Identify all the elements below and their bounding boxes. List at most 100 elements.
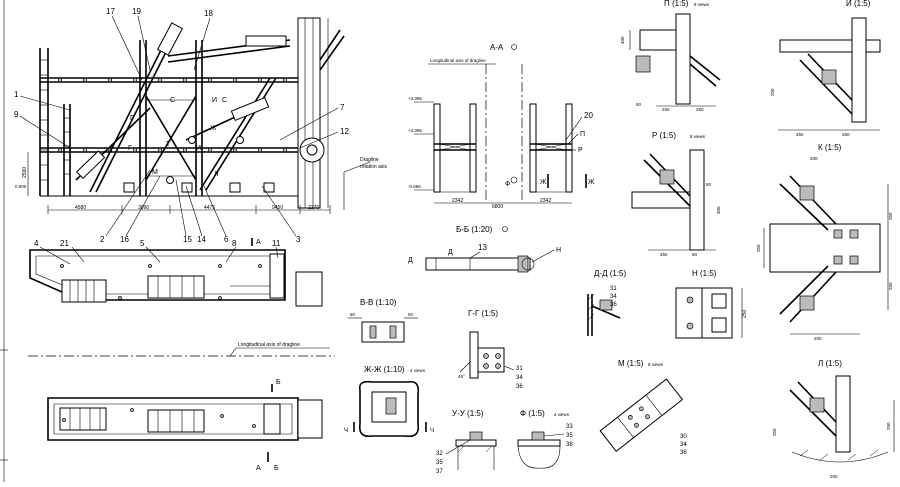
- balloon-5: 5: [140, 239, 145, 248]
- label-s2: С: [222, 97, 227, 104]
- balloon-2: 2: [100, 235, 105, 244]
- section-bb: Б-Б (1:20) 13 Д Д Н: [408, 225, 561, 273]
- section-ff: Ф (1:5) 4 views 33 35 38: [517, 409, 573, 469]
- view-l-title: Л (1:5): [818, 359, 842, 368]
- view-m-note: 8 views: [648, 362, 664, 367]
- plan-view-upper: 4 21 5 8 11 А: [29, 238, 323, 307]
- dim-p-50: 50: [636, 102, 642, 107]
- dim-p-250a: 250: [662, 107, 670, 112]
- balloon-14: 14: [197, 235, 206, 244]
- elev-2395: +2.395: [408, 128, 422, 133]
- note-rotation-axis: rotation axis: [360, 164, 387, 170]
- dim-k-200-bottom: 200: [814, 336, 822, 341]
- balloon-ff-38: 38: [566, 442, 573, 448]
- dim-n-250: 250: [742, 309, 748, 318]
- dim-k-250c: 250: [888, 282, 893, 290]
- dim-2342-left: 2342: [452, 198, 463, 204]
- section-zz-title: Ж-Ж (1:10): [364, 365, 405, 374]
- section-bb-title: Б-Б (1:20): [456, 225, 493, 234]
- balloon-1: 1: [14, 90, 19, 99]
- label-l: Л: [214, 171, 219, 178]
- note-dragline: Dragline: [360, 157, 379, 163]
- dim-r-50: 50: [706, 182, 712, 187]
- view-k: К (1:5) 200 250 250 250 200: [756, 143, 893, 341]
- dim-i-250b: 250: [796, 132, 804, 137]
- dim-r-250: 250: [660, 252, 668, 257]
- label-g: Г: [128, 145, 132, 152]
- balloon-6: 6: [224, 235, 229, 244]
- section-zz: Ж-Ж (1:10) 4 views Ч Ч: [344, 365, 434, 438]
- label-t: Т: [166, 141, 171, 148]
- dim-gg-45: 45°: [458, 374, 465, 379]
- label-f: Ф: [505, 181, 510, 188]
- section-mark-a-top: А: [256, 239, 261, 246]
- section-aa-axis: Longitudinal axis of dragline: [430, 58, 486, 63]
- balloon-13: 13: [478, 243, 487, 252]
- balloon-ff-33: 33: [566, 424, 573, 430]
- view-n-title: Н (1:5): [692, 269, 717, 278]
- section-uu-title: У-У (1:5): [452, 409, 484, 418]
- balloon-dd-34: 34: [610, 294, 617, 300]
- balloon-dd-36: 36: [610, 302, 617, 308]
- dim-k-200-top: 200: [810, 156, 818, 161]
- label-p: П: [580, 131, 585, 138]
- view-k-title: К (1:5): [818, 143, 842, 152]
- label-ch-left: Ч: [344, 428, 348, 434]
- dim-2590: 2590: [22, 167, 28, 178]
- view-dd-title: Д-Д (1:5): [594, 269, 627, 278]
- section-aa: А-А Longitudinal axis of dragline +3.395…: [408, 43, 595, 210]
- label-n: Н: [556, 247, 561, 254]
- left-posts: [39, 48, 71, 196]
- section-vv: В-В (1:10) 50 50: [348, 298, 418, 343]
- dim-k-250a: 250: [756, 244, 761, 252]
- section-vv-title: В-В (1:10): [360, 298, 397, 307]
- label-d-left: Д: [408, 257, 413, 264]
- view-i-title: И (1:5): [846, 0, 871, 8]
- view-p: П (1:5) 8 views 50 400 250 250: [620, 0, 721, 112]
- balloon-8: 8: [232, 239, 237, 248]
- balloon-11: 11: [272, 239, 281, 248]
- view-dd: Д-Д (1:5) 31 34 36: [587, 269, 627, 336]
- balloon-gg-36: 36: [516, 384, 523, 390]
- dim-r-60: 60: [692, 252, 698, 257]
- elev-0865: -0.865: [408, 184, 421, 189]
- dim-i-250c: 250: [842, 132, 850, 137]
- longitudinal-axis: Longitudinal axis of dragline: [28, 342, 335, 357]
- balloon-uu-35: 35: [436, 460, 443, 466]
- dim-4475: 4475: [204, 205, 215, 211]
- dim-k-250b: 250: [888, 212, 893, 220]
- view-r-title: Р (1:5): [652, 131, 676, 140]
- balloon-7: 7: [340, 103, 345, 112]
- dim-3090: 3090: [138, 205, 149, 211]
- dim-l-250a: 250: [772, 428, 777, 436]
- dim-p-250b: 250: [696, 107, 704, 112]
- section-mark-a-bottom: А: [256, 465, 261, 472]
- balloon-17: 17: [106, 7, 115, 16]
- balloon-ff-35: 35: [566, 433, 573, 439]
- balloon-m-30: 30: [680, 434, 687, 440]
- dim-p-400: 400: [620, 36, 625, 44]
- dim-2342-right: 2342: [540, 198, 551, 204]
- elev-3395: +3.395: [408, 96, 422, 101]
- balloon-gg-34: 34: [516, 375, 523, 381]
- balloon-4: 4: [34, 239, 39, 248]
- section-gg: Г-Г (1:5) 45° 31 34 36: [458, 309, 523, 390]
- dim-l-250b: 250: [886, 422, 891, 430]
- axis-label-plan: Longitudinal axis of dragline: [238, 342, 300, 348]
- label-i: И: [212, 97, 217, 104]
- dim-4580: 4580: [75, 205, 86, 211]
- view-p-title: П (1:5): [664, 0, 689, 8]
- section-ff-note: 4 views: [554, 412, 570, 417]
- section-ff-title: Ф (1:5): [520, 409, 545, 418]
- label-ch-right: Ч: [430, 428, 434, 434]
- label-zh-left: Ж: [540, 179, 547, 186]
- plan-view-lower: Б А Б: [47, 379, 323, 472]
- view-n: Н (1:5) 250: [675, 269, 748, 339]
- label-g2: Г: [130, 115, 134, 122]
- label-i2: И: [196, 145, 201, 152]
- balloon-uu-37: 37: [436, 469, 443, 475]
- view-m: М (1:5) 8 views 30 34 36: [599, 359, 687, 456]
- label-zh-right: Ж: [588, 179, 595, 186]
- balloon-9: 9: [14, 110, 19, 119]
